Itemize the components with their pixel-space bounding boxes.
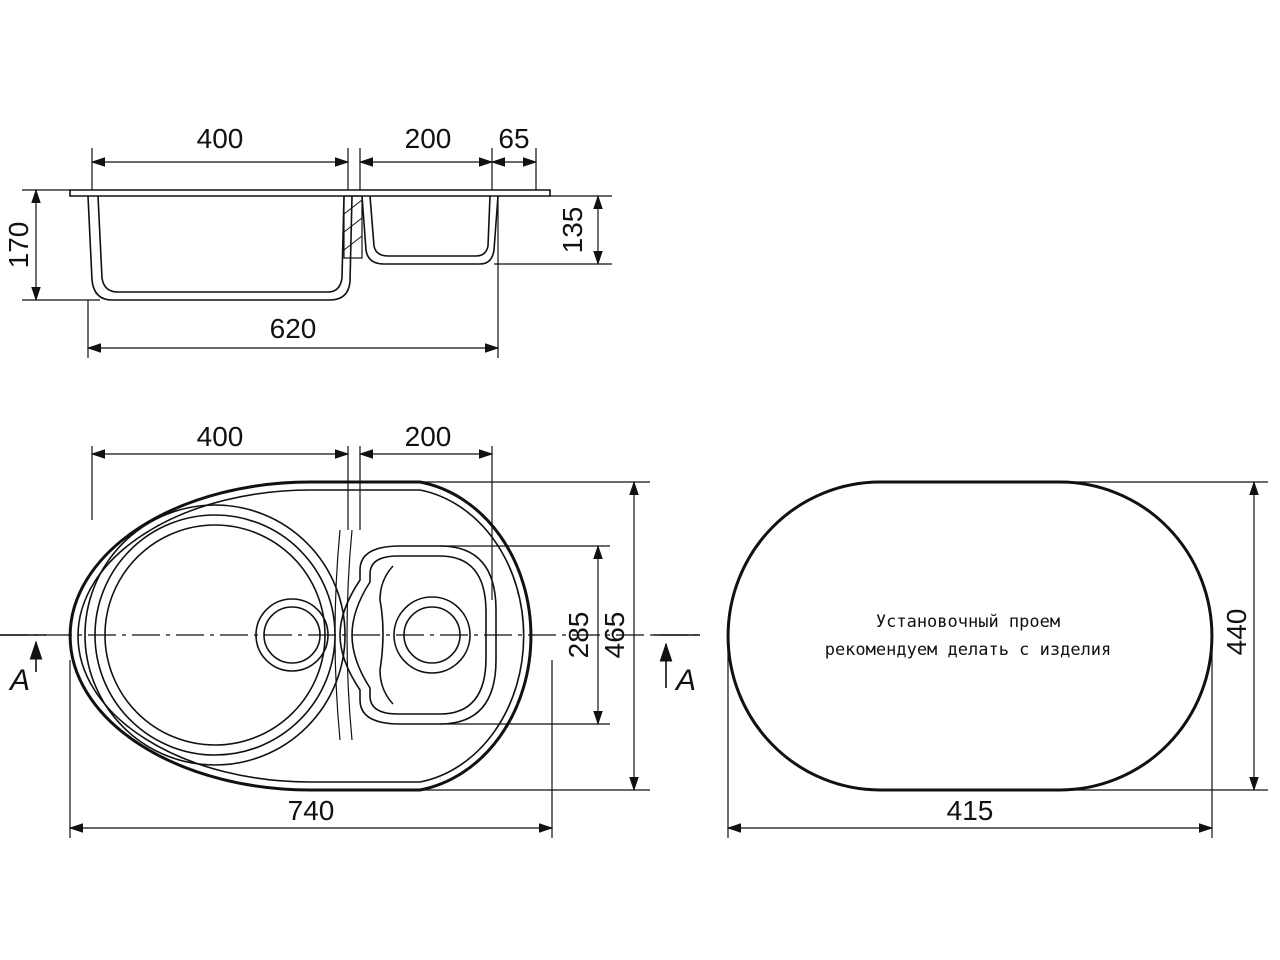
divider-ridge-inner xyxy=(346,529,353,741)
cutout-note-line2: рекомендуем делать с изделия xyxy=(825,640,1112,660)
dim-plan-bowl-width: 400 xyxy=(197,421,244,452)
dim-section-depth-large: 170 xyxy=(3,222,34,269)
secondary-bowl xyxy=(339,545,497,725)
dim-plan-small-bowl-height: 285 xyxy=(563,612,594,659)
dim-plan-overall-width: 740 xyxy=(288,795,335,826)
svg-text:A: A xyxy=(674,664,696,697)
dim-plan-overall-height: 465 xyxy=(599,612,630,659)
dim-section-depth-small: 135 xyxy=(557,207,588,254)
cutout-outline xyxy=(726,480,1214,792)
dim-section-bowl-width: 400 xyxy=(197,123,244,154)
svg-text:A: A xyxy=(8,664,30,697)
dim-plan-small-bowl-width: 200 xyxy=(405,421,452,452)
dim-section-small-bowl-width: 200 xyxy=(405,123,452,154)
section-mark-right: A xyxy=(654,634,700,697)
dim-cutout-height: 440 xyxy=(1221,609,1252,656)
sink-outline xyxy=(68,480,533,792)
dim-section-overall-width: 620 xyxy=(270,313,317,344)
plan-view: A A 400 200 285 465 740 xyxy=(0,421,700,838)
dim-section-flange-width: 65 xyxy=(498,123,529,154)
section-view: 400 200 65 170 135 620 xyxy=(3,123,612,358)
sink-profile xyxy=(69,189,551,301)
cutout-note-line1: Установочный проем xyxy=(876,612,1060,632)
section-mark-left: A xyxy=(0,634,46,697)
dim-cutout-width: 415 xyxy=(947,795,994,826)
cutout-view: Установочный проем рекомендуем делать с … xyxy=(726,480,1268,838)
